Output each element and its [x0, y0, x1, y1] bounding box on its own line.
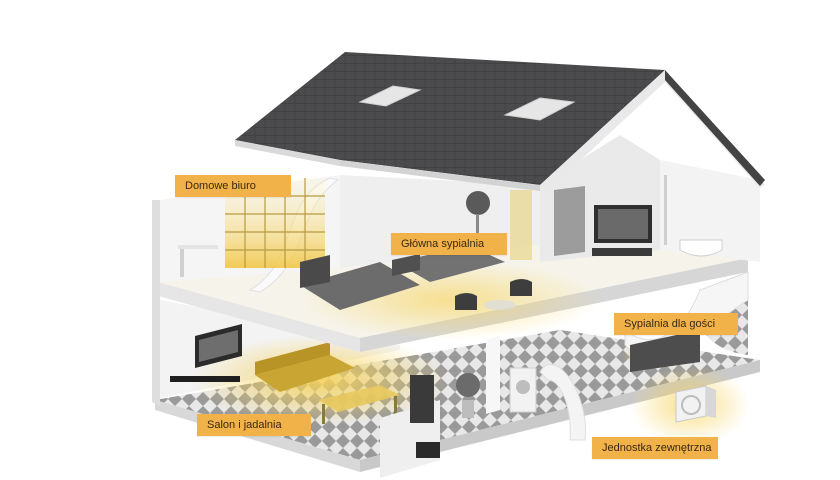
guest-area [540, 135, 760, 372]
plant [456, 373, 480, 418]
label-master-bedroom: Główna sypialnia [391, 233, 507, 255]
label-living-dining: Salon i jadalnia [197, 414, 311, 436]
skylight-right [503, 97, 576, 121]
bathtub [664, 175, 723, 257]
tv-ground [170, 324, 242, 382]
roof [235, 52, 765, 192]
dining-table [318, 385, 400, 424]
kitchen [380, 375, 440, 478]
skylight-left [358, 85, 422, 107]
label-home-office: Domowe biuro [175, 175, 291, 197]
label-guest-bedroom: Sypialnia dla gości [614, 313, 738, 335]
outdoor-unit [630, 365, 750, 445]
washing-machine [509, 367, 537, 413]
label-outdoor-unit: Jednostka zewnętrzna [592, 437, 718, 459]
tv-upper [592, 205, 652, 256]
sofa [255, 342, 355, 392]
